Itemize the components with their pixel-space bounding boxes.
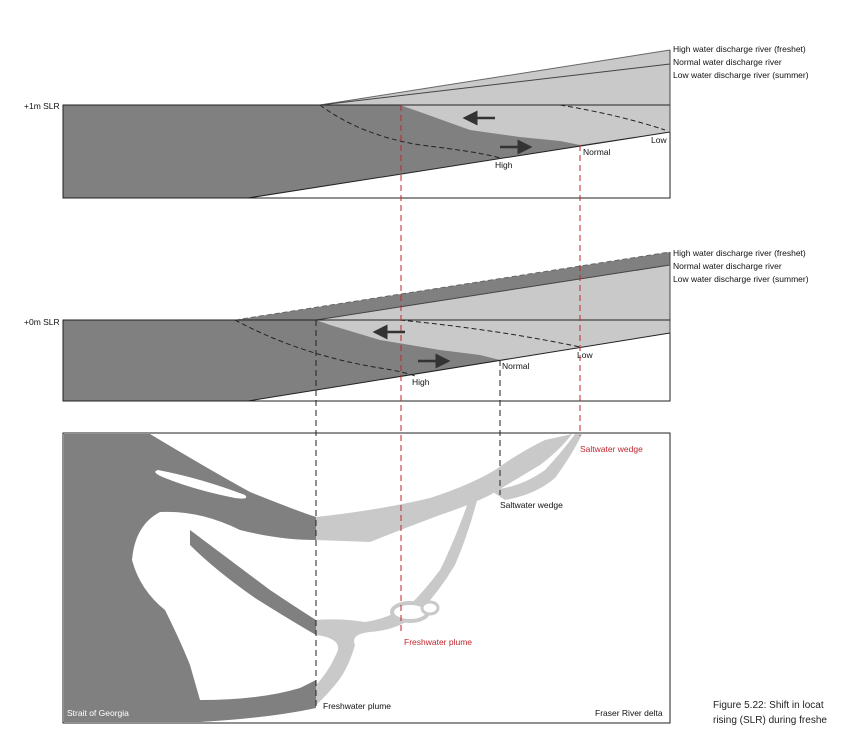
label-low: Low bbox=[577, 350, 593, 360]
north-branch bbox=[490, 434, 582, 500]
caption-line-1: Figure 5.22: Shift in locat bbox=[713, 700, 824, 711]
panel-plus-1m: +1m SLR High water discharge river (fres… bbox=[24, 44, 809, 199]
label-normal: Normal bbox=[502, 361, 530, 371]
strait-of-georgia bbox=[64, 434, 316, 722]
delta-label: Fraser River delta bbox=[595, 708, 663, 718]
saltwater-wedge-red-label: Saltwater wedge bbox=[580, 444, 643, 454]
legend-high: High water discharge river (freshet) bbox=[673, 248, 806, 258]
slr-label: +1m SLR bbox=[24, 101, 60, 111]
delta-map: Strait of Georgia Fraser River delta Sal… bbox=[62, 105, 671, 724]
strait-label: Strait of Georgia bbox=[67, 708, 129, 718]
freshwater-body bbox=[316, 265, 670, 360]
south-arm bbox=[316, 605, 420, 705]
middle-branch bbox=[410, 497, 478, 612]
slr-label: +0m SLR bbox=[24, 317, 60, 327]
label-high: High bbox=[412, 377, 430, 387]
legend-low: Low water discharge river (summer) bbox=[673, 70, 809, 80]
freshwater-plume-black-label: Freshwater plume bbox=[323, 701, 391, 711]
guide-lines-red bbox=[400, 105, 581, 632]
legend-low: Low water discharge river (summer) bbox=[673, 274, 809, 284]
panel-plus-0m: +0m SLR High water discharge river (fres… bbox=[24, 248, 809, 402]
label-high: High bbox=[495, 160, 513, 170]
freshwater-plume-red-label: Freshwater plume bbox=[404, 637, 472, 647]
legend-normal: Normal water discharge river bbox=[673, 261, 782, 271]
guide-lines-black bbox=[315, 320, 501, 710]
label-low: Low bbox=[651, 135, 667, 145]
legend-high: High water discharge river (freshet) bbox=[673, 44, 806, 54]
main-channel bbox=[316, 434, 572, 542]
saltwater-wedge-black-label: Saltwater wedge bbox=[500, 500, 563, 510]
legend-normal: Normal water discharge river bbox=[673, 57, 782, 67]
caption-line-2: rising (SLR) during freshe bbox=[713, 715, 827, 726]
panel-frame bbox=[62, 104, 671, 199]
figure-caption: Figure 5.22: Shift in locat rising (SLR)… bbox=[713, 698, 849, 728]
south-arm-dark bbox=[190, 530, 316, 635]
label-normal: Normal bbox=[583, 147, 611, 157]
island bbox=[155, 470, 247, 499]
